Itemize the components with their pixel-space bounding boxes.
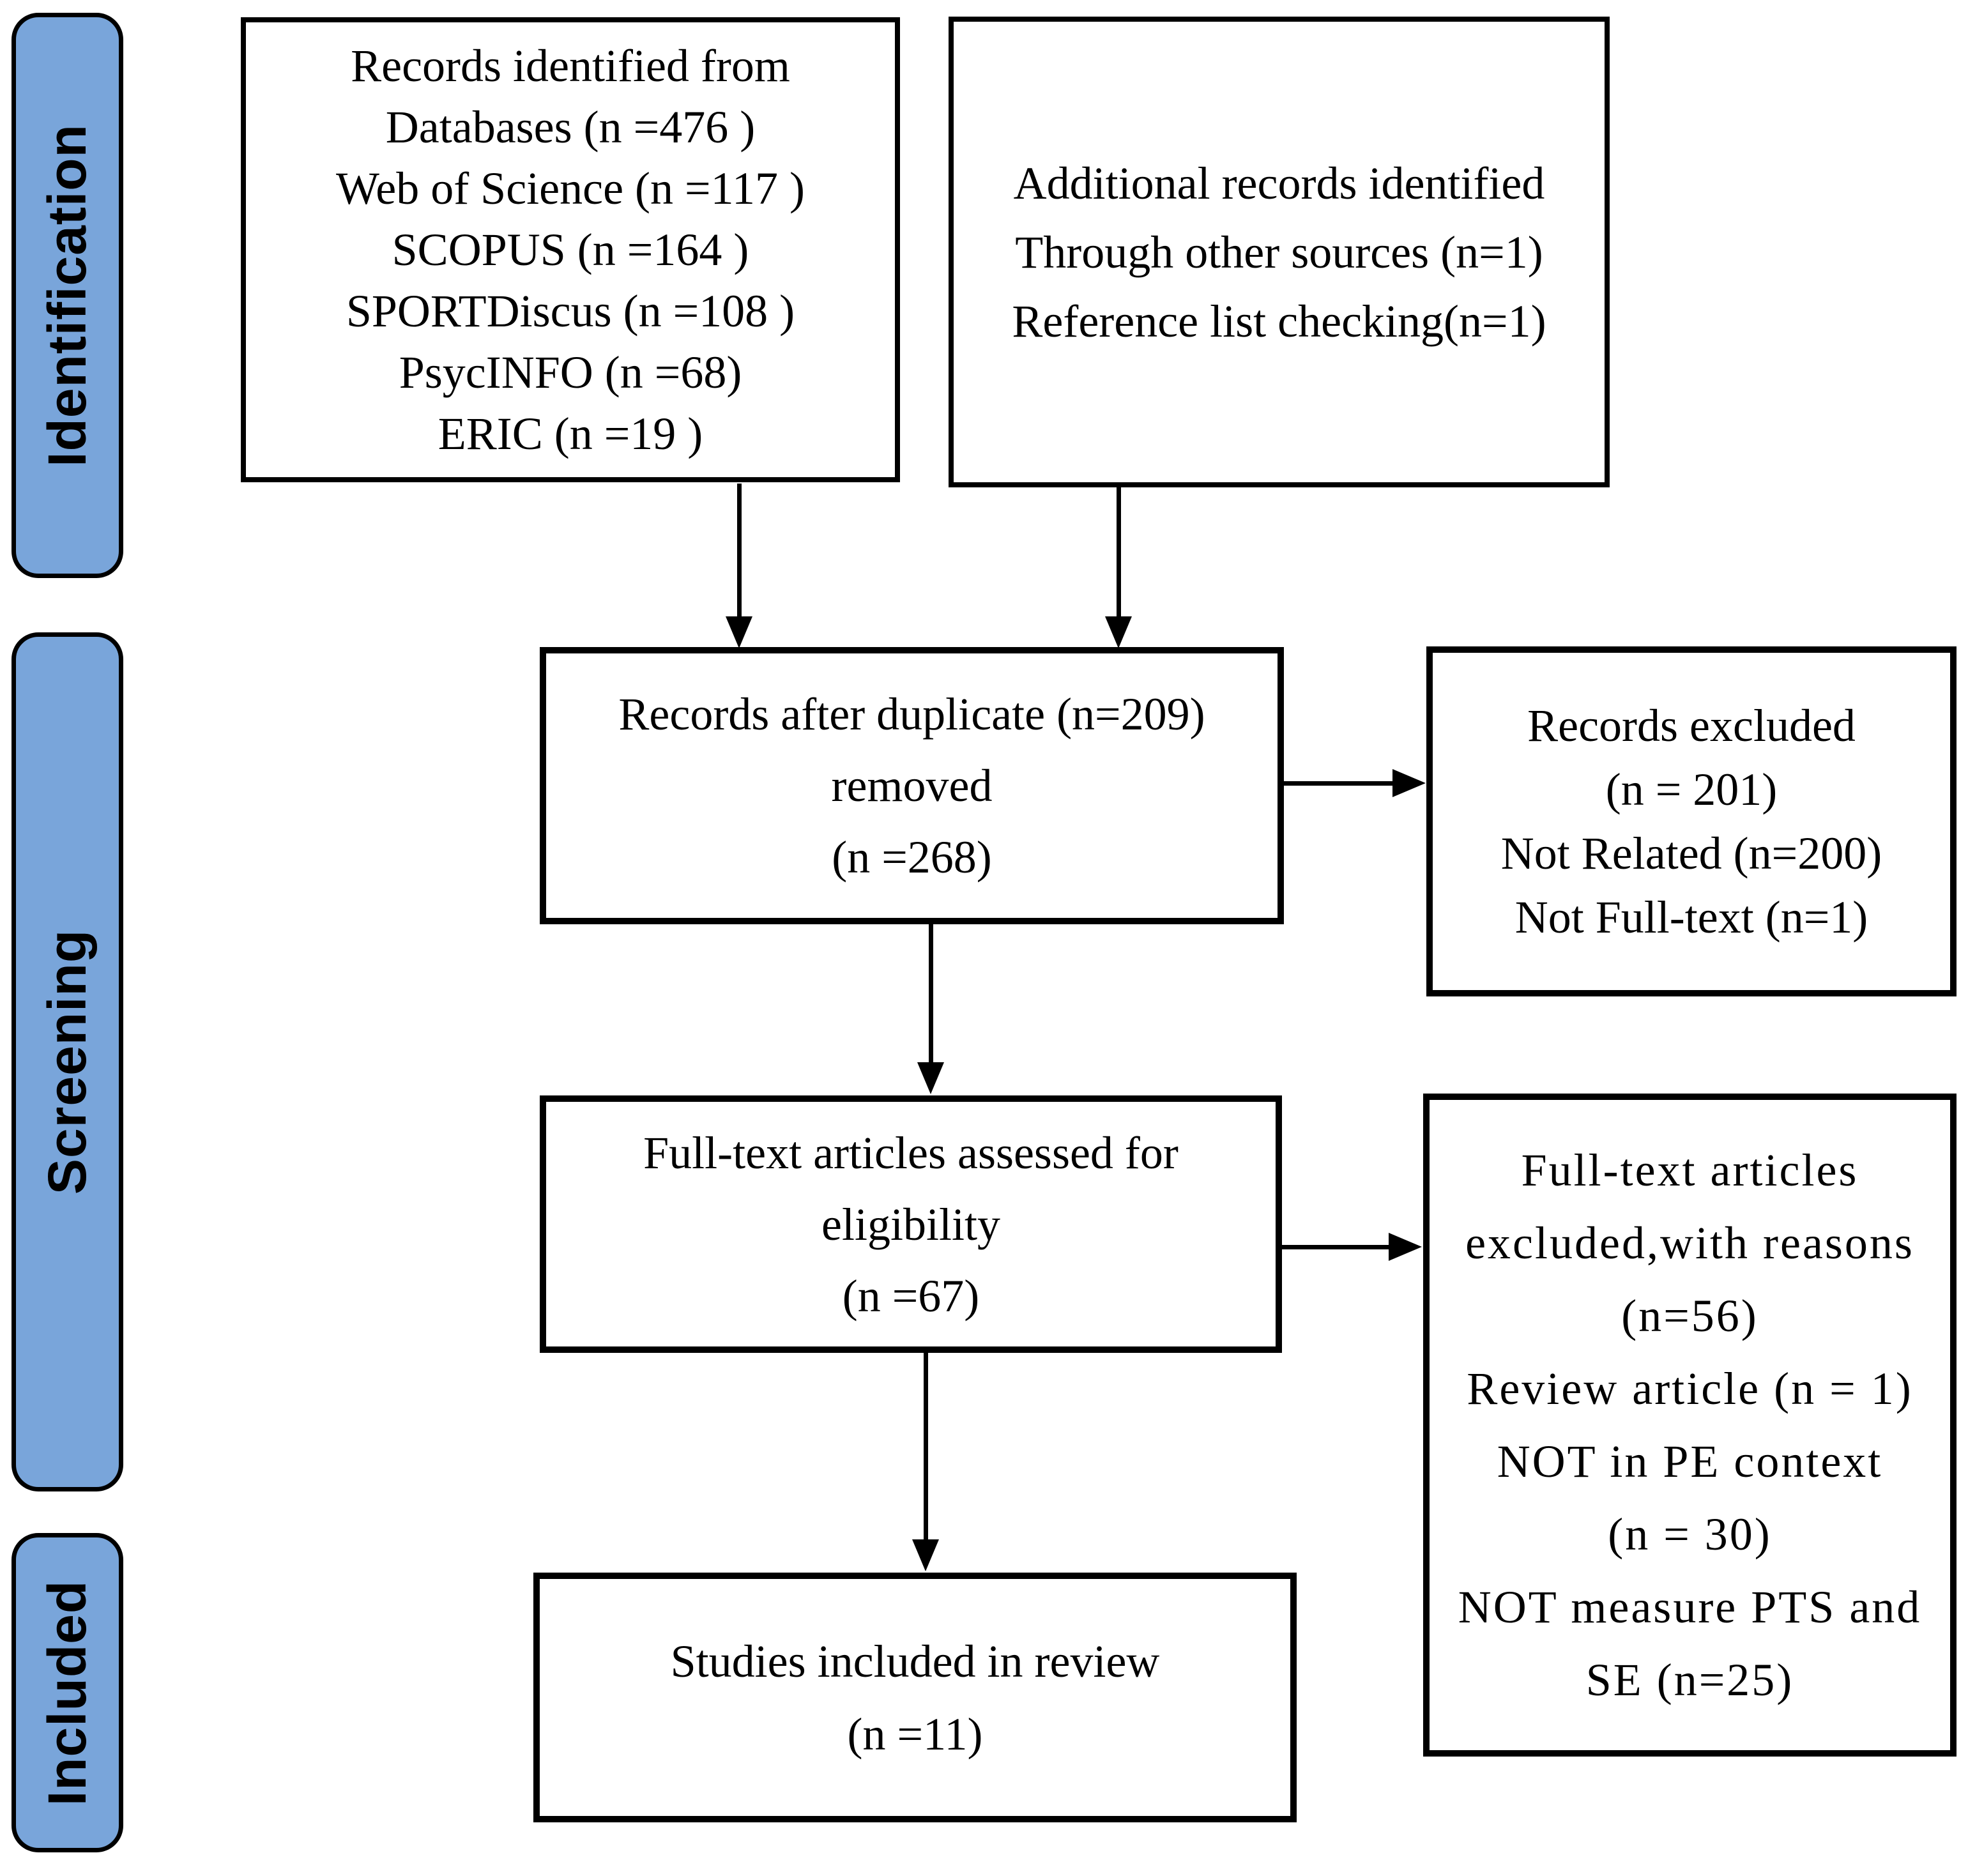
text-line: (n = 30)	[1608, 1509, 1772, 1560]
text-line: Reference list checking(n=1)	[1012, 295, 1546, 347]
text-line: Full-text articles	[1521, 1145, 1859, 1196]
arrow-fulltext-to-excluded-line	[1281, 1245, 1391, 1249]
text-line: Records identified from	[351, 40, 790, 91]
arrow-databases-to-dedup-line	[737, 484, 742, 619]
box-records-after-duplicate: Records after duplicate (n=209) removed …	[540, 647, 1284, 924]
text-line: SE (n=25)	[1585, 1654, 1794, 1705]
arrow-databases-to-dedup-head	[726, 616, 752, 648]
text-line: PsycINFO (n =68)	[399, 347, 742, 398]
text-line: ERIC (n =19 )	[438, 408, 703, 459]
text-line: removed	[831, 760, 993, 811]
stage-included: Included	[11, 1533, 123, 1852]
text-line: SCOPUS (n =164 )	[392, 224, 749, 275]
stage-screening: Screening	[11, 632, 123, 1491]
arrow-dedup-to-fulltext-head	[917, 1062, 944, 1094]
text-line: NOT measure PTS and	[1458, 1582, 1922, 1633]
text-line: Full-text articles assessed for	[643, 1127, 1179, 1178]
stage-included-label: Included	[37, 1580, 98, 1806]
box-studies-included: Studies included in review (n =11)	[533, 1573, 1297, 1822]
text-line: (n =268)	[832, 832, 992, 883]
text-line: eligibility	[821, 1198, 1000, 1250]
text-line: Through other sources (n=1)	[1015, 226, 1543, 278]
text-line: Databases (n =476 )	[385, 102, 756, 153]
arrow-other-sources-to-dedup-line	[1117, 486, 1121, 619]
text-line: Web of Science (n =117 )	[336, 163, 805, 214]
text-line: (n =11)	[847, 1708, 983, 1760]
arrow-dedup-to-excluded-head	[1392, 769, 1426, 797]
text-line: Records excluded	[1527, 700, 1856, 751]
text-line: Additional records identified	[1013, 157, 1545, 209]
arrow-other-sources-to-dedup-head	[1105, 616, 1132, 648]
box-fulltext-assessed: Full-text articles assessed for eligibil…	[540, 1095, 1282, 1353]
text-line: Not Related (n=200)	[1500, 828, 1882, 879]
text-line: SPORTDiscus (n =108 )	[346, 286, 795, 337]
box-additional-records: Additional records identified Through ot…	[949, 17, 1610, 487]
stage-screening-label: Screening	[37, 929, 98, 1195]
stage-identification: Identification	[11, 13, 123, 578]
box-fulltext-excluded: Full-text articles excluded,with reasons…	[1423, 1094, 1957, 1757]
arrow-fulltext-to-excluded-head	[1389, 1233, 1422, 1261]
text-line: NOT in PE context	[1497, 1436, 1883, 1487]
text-line: (n=56)	[1621, 1290, 1758, 1341]
text-line: Not Full-text (n=1)	[1514, 892, 1868, 943]
arrow-dedup-to-fulltext-line	[929, 923, 933, 1065]
text-line: Studies included in review	[670, 1635, 1160, 1687]
arrow-fulltext-to-included-line	[924, 1352, 928, 1541]
box-records-excluded: Records excluded (n = 201) Not Related (…	[1426, 646, 1957, 996]
text-line: Records after duplicate (n=209)	[618, 689, 1205, 740]
stage-identification-label: Identification	[37, 124, 98, 467]
arrow-fulltext-to-included-head	[912, 1539, 939, 1571]
text-line: Review article (n = 1)	[1467, 1363, 1913, 1414]
box-records-identified: Records identified from Databases (n =47…	[241, 17, 900, 482]
text-line: (n =67)	[842, 1270, 980, 1322]
arrow-dedup-to-excluded-line	[1283, 781, 1395, 786]
text-line: excluded,with reasons	[1465, 1217, 1914, 1269]
text-line: (n = 201)	[1605, 764, 1778, 815]
